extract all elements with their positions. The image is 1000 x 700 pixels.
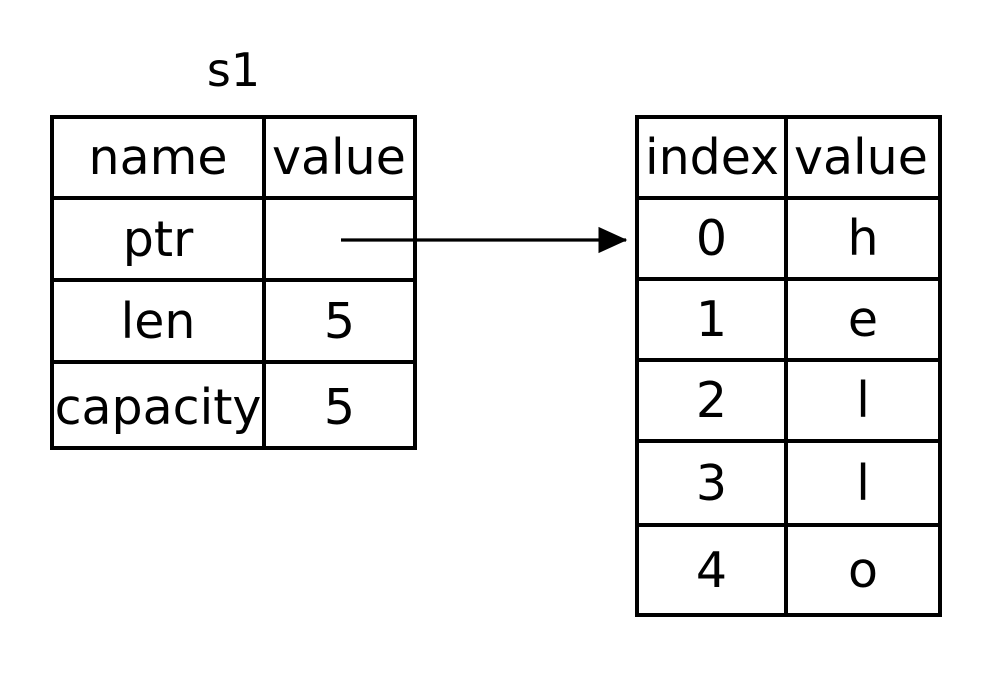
struct-row-capacity: capacity 5 <box>54 364 413 450</box>
heap-row-2: 2 l <box>639 362 938 443</box>
ptr-to-heap-arrow <box>341 226 628 254</box>
struct-header-name: name <box>54 119 266 196</box>
struct-cell-name-len: len <box>54 282 266 360</box>
struct-header-value: value <box>272 129 406 186</box>
heap-cell-value-3: l <box>856 454 870 512</box>
heap-row-3: 3 l <box>639 443 938 527</box>
heap-cell-index-1: 1 <box>639 281 788 358</box>
heap-row-4: 4 o <box>639 527 938 614</box>
struct-cell-name-ptr: ptr <box>54 200 266 278</box>
heap-table-header-row: index value <box>639 119 938 200</box>
heap-table: index value 0 h 1 e 2 l 3 l 4 o <box>635 115 942 617</box>
heap-cell-index-3: 3 <box>639 443 788 523</box>
heap-cell-value-0: h <box>847 210 879 267</box>
struct-table: name value ptr len 5 capacity 5 <box>50 115 417 450</box>
heap-cell-index-0: 0 <box>639 200 788 277</box>
struct-table-title: s1 <box>206 43 261 97</box>
struct-cell-value-len: 5 <box>323 292 356 350</box>
heap-header-index: index <box>639 119 788 196</box>
heap-row-0: 0 h <box>639 200 938 281</box>
struct-cell-name-capacity: capacity <box>54 364 266 450</box>
struct-cell-value-capacity: 5 <box>323 378 356 436</box>
heap-row-1: 1 e <box>639 281 938 362</box>
struct-row-len: len 5 <box>54 282 413 364</box>
heap-cell-value-4: o <box>848 542 878 599</box>
struct-table-header-row: name value <box>54 119 413 200</box>
heap-cell-value-1: e <box>847 291 879 348</box>
heap-cell-index-2: 2 <box>639 362 788 439</box>
heap-cell-value-2: l <box>856 372 870 429</box>
heap-header-value: value <box>794 129 928 186</box>
heap-cell-index-4: 4 <box>639 527 788 614</box>
struct-row-ptr: ptr <box>54 200 413 282</box>
